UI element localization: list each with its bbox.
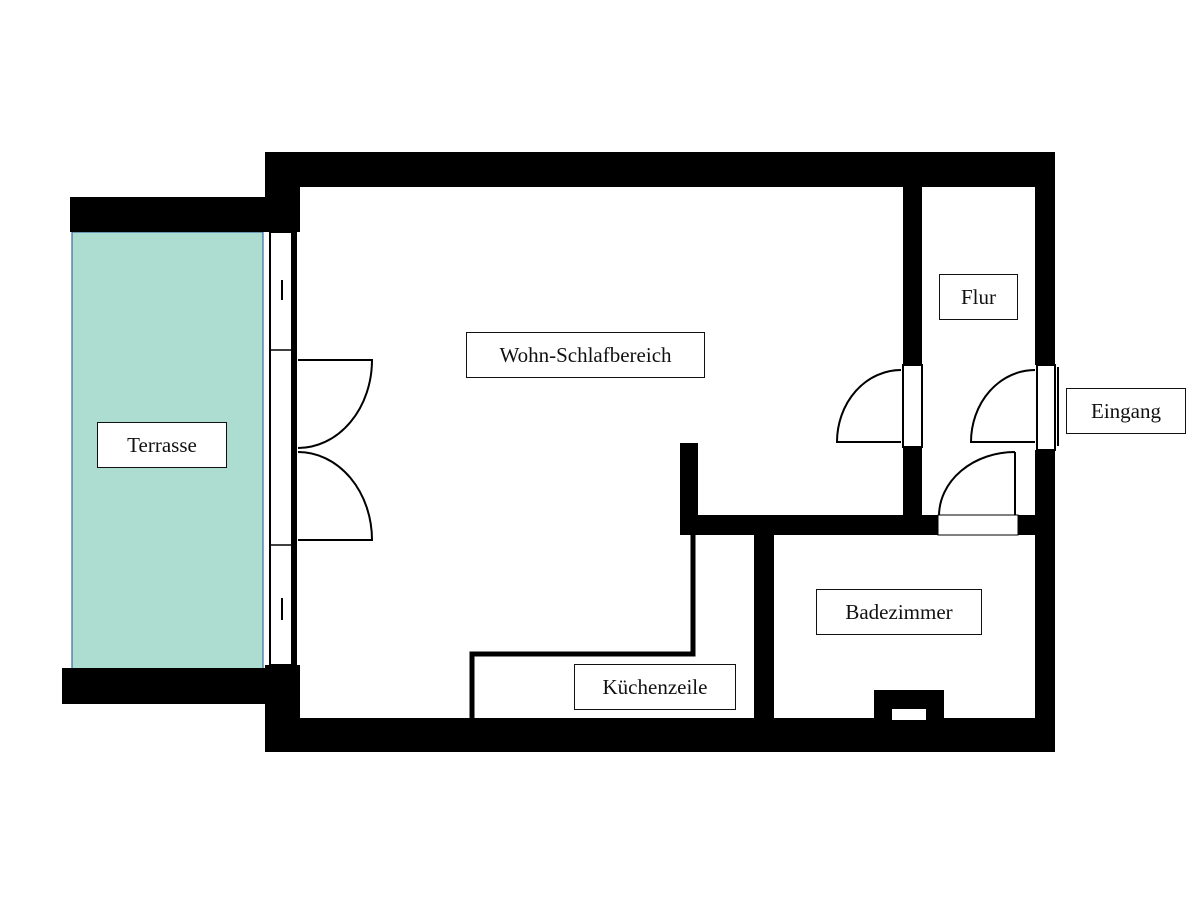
terrace-top-wall [70, 197, 300, 232]
kitchen-counter [469, 535, 696, 718]
room-label-terrasse: Terrasse [97, 422, 227, 468]
room-label-flur: Flur [939, 274, 1018, 320]
left-window-frame [269, 231, 295, 666]
flur-left-wall-upper [903, 185, 922, 365]
kitchen-partition-stub [680, 443, 698, 533]
outer-wall-left-top [265, 152, 300, 232]
terrace-door-swing [297, 359, 374, 541]
room-label-eingang: Eingang [1066, 388, 1186, 434]
flur-door-frame-left [902, 364, 923, 448]
room-label-wohn-schlafbereich: Wohn-Schlafbereich [466, 332, 705, 378]
flur-left-wall-lower [903, 447, 922, 525]
bathroom-top-wall-right [1018, 515, 1038, 535]
outer-wall-top [265, 152, 1055, 187]
bathroom-left-wall [754, 530, 774, 720]
bathroom-top-wall [680, 515, 940, 535]
room-label-badezimmer: Badezimmer [816, 589, 982, 635]
bathroom-door-opening [937, 514, 1019, 536]
room-label-kuechenzeile: Küchenzeile [574, 664, 736, 710]
entrance-door-swing [969, 369, 1036, 443]
outer-wall-bottom [265, 718, 1055, 752]
bathroom-door-swing [938, 451, 1016, 517]
outer-wall-left-bottom [265, 665, 300, 752]
outer-wall-right-upper [1035, 152, 1055, 365]
entrance-door-frame [1036, 364, 1056, 451]
outer-wall-right-lower [1035, 450, 1055, 752]
terrace-bottom-wall [62, 668, 300, 704]
living-room-door-swing [835, 369, 902, 443]
